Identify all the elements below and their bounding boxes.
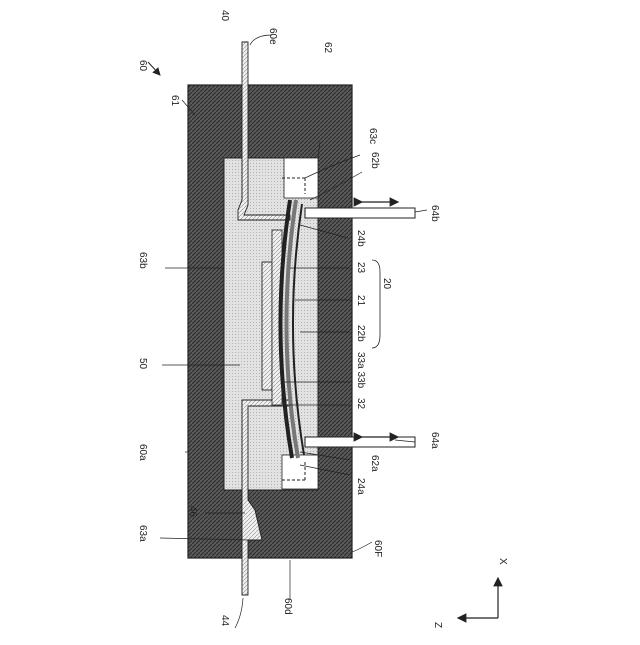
label-24b: 24b [355,230,366,247]
label-62b: 62b [369,152,380,169]
label-46: 46 [187,506,198,518]
axis-label-x: X [497,558,508,565]
brace-20 [372,260,380,348]
label-61: 61 [169,95,180,107]
axis-indicator [458,578,498,618]
label-64b: 64b [429,205,440,222]
label-32: 32 [355,398,366,410]
label-40: 40 [219,10,230,22]
assembly-pointer [148,62,160,75]
pin-64a [305,437,415,447]
label-63a: 63a [137,525,148,542]
label-22b: 22b [355,325,366,342]
label-23: 23 [355,262,366,274]
label-62: 62 [322,42,333,54]
label-63c: 63c [367,128,378,144]
label-20: 20 [381,278,392,290]
label-21: 21 [355,295,366,307]
axis-label-z: Z [432,622,443,628]
label-60: 60 [137,60,148,72]
pin-64b [305,208,415,218]
vent-region-lower [282,455,318,489]
label-60f: 60F [372,540,383,557]
label-60a: 60a [137,444,148,461]
label-44: 44 [219,615,230,627]
label-63b: 63b [137,252,148,269]
label-60e: 60e [267,28,278,45]
label-33a33b: 33a 33b [355,352,366,389]
label-64a: 64a [429,432,440,449]
label-50: 50 [137,358,148,370]
label-24a: 24a [355,478,366,495]
label-60d: 60d [282,598,293,615]
label-62a: 62a [369,455,380,472]
die-pad [262,262,272,390]
